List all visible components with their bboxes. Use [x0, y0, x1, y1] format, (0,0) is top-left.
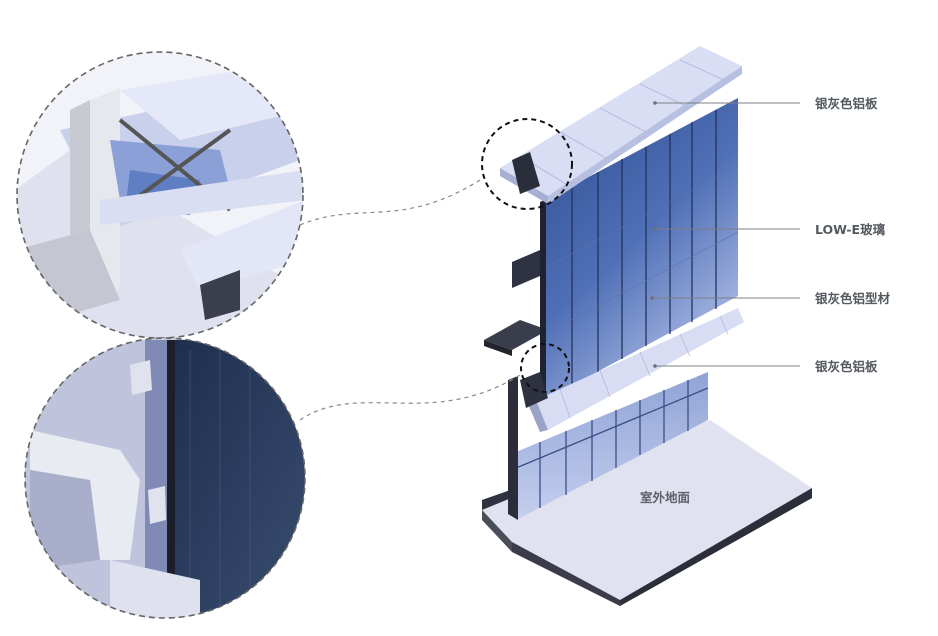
- lower-mullions: [515, 380, 709, 508]
- label-top-aluminum-panel: 银灰色铝板: [815, 96, 878, 111]
- label-outdoor-ground: 室外地面: [640, 490, 691, 505]
- leader-lines: [652, 102, 800, 367]
- facade-model: [482, 46, 812, 606]
- label-low-e-glass: LOW-E玻璃: [815, 222, 886, 237]
- ground-slab-top: [482, 420, 812, 600]
- top-canopy-fascia: [548, 66, 742, 204]
- mid-canopy-top: [484, 320, 548, 350]
- ground-slab-left: [482, 510, 512, 552]
- label-mid-aluminum-panel: 银灰色铝板: [815, 359, 878, 374]
- top-bracket: [512, 152, 540, 194]
- side-fin: [512, 250, 540, 288]
- detail-marker-top: [481, 118, 573, 210]
- main-transoms: [544, 165, 739, 335]
- connector-bottom: [299, 374, 521, 421]
- connector-top: [299, 179, 481, 226]
- main-mullions: [571, 110, 717, 386]
- lower-glass-panel: [516, 372, 708, 520]
- label-aluminum-profile: 银灰色铝型材: [815, 291, 891, 306]
- detail-bottom-border: [24, 337, 306, 619]
- top-aluminum-canopy: [500, 46, 742, 196]
- detail-top-zoom: [17, 52, 303, 338]
- main-glass-wall: [545, 98, 738, 400]
- ground-slab-corner: [482, 488, 516, 510]
- leader-dots: [650, 101, 657, 368]
- main-wall-edge: [540, 199, 546, 405]
- mid-canopy-front: [484, 340, 512, 356]
- ground-slab-front: [512, 542, 620, 606]
- mid-aluminum-louver-under: [528, 400, 548, 432]
- ground-slab-right: [620, 488, 812, 606]
- mid-louver-joints: [559, 315, 729, 419]
- mid-aluminum-louver: [536, 308, 744, 430]
- lower-left-column: [508, 376, 518, 520]
- detail-marker-bottom: [520, 343, 570, 393]
- detail-bottom-zoom: [25, 338, 305, 618]
